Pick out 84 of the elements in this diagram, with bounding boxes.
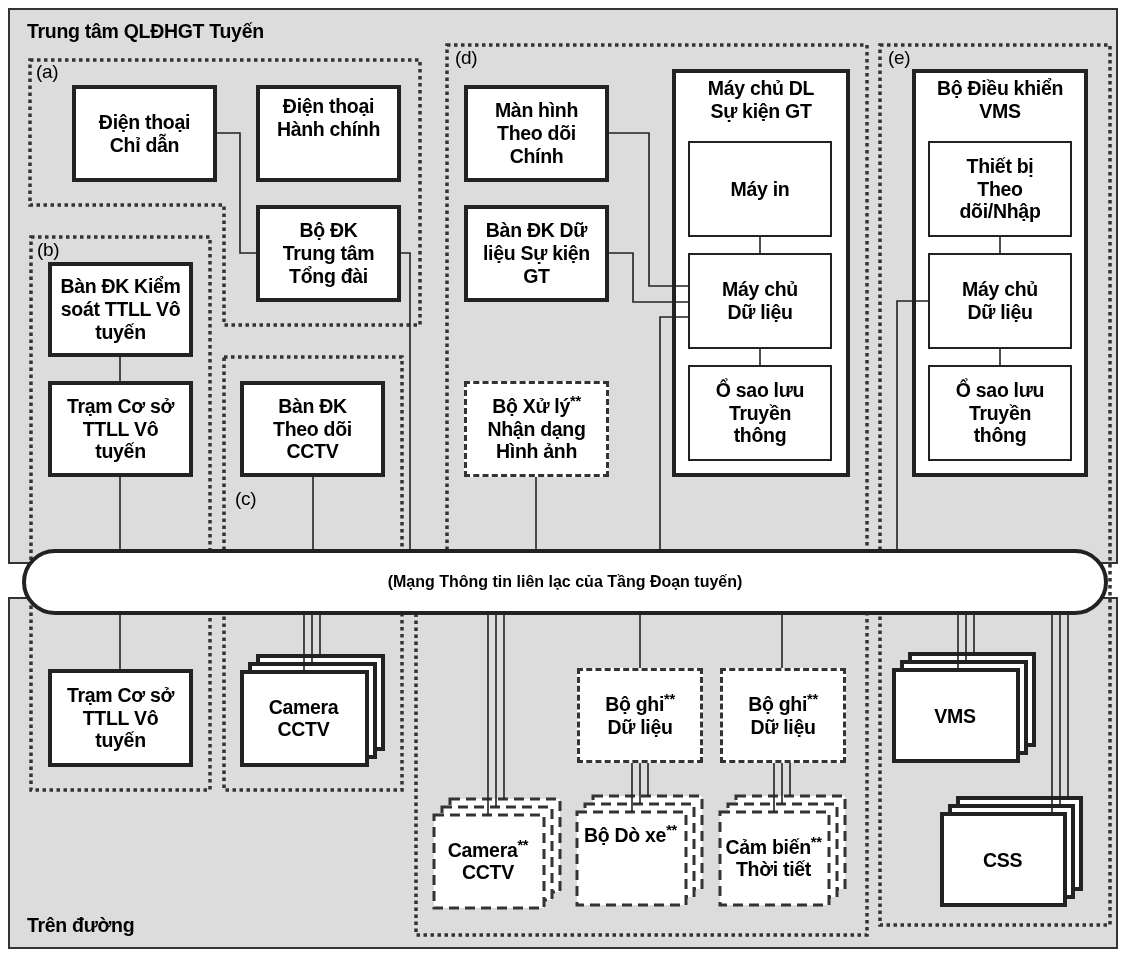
connector-line — [896, 300, 929, 550]
box-label: Camera CCTV — [267, 695, 340, 742]
connector-line — [535, 476, 537, 550]
group-label: (c) — [235, 489, 257, 508]
box-label: Trạm Cơ sở TTLL Vô tuyến — [65, 394, 176, 464]
device-box — [928, 253, 1072, 349]
device-box — [464, 85, 609, 182]
server-box — [672, 69, 850, 477]
connector-line — [119, 476, 121, 550]
box-label: Thiết bị Theo dõi/Nhập — [958, 154, 1042, 224]
device-box — [928, 141, 1072, 237]
box-label: Trạm Cơ sở TTLL Vô tuyến — [65, 683, 176, 753]
box-label: Bộ ĐK Trung tâm Tổng đài — [281, 219, 376, 288]
zone-title: Trung tâm QLĐHGT Tuyến — [27, 20, 264, 43]
device-box — [72, 85, 217, 182]
box-label: Camera$^{**}$ CCTV — [446, 838, 530, 885]
network-label: (Mạng Thông tin liên lạc của Tầng Đoạn tuyến) — [387, 572, 743, 592]
connector-line — [631, 762, 649, 813]
box-label: Cảm biến$^{**}$ Thời tiết — [724, 835, 823, 882]
box-label: Bàn ĐK Theo dõi CCTV — [272, 394, 353, 464]
connector-line — [487, 614, 505, 816]
box-label: Màn hình Theo dõi Chính — [493, 99, 580, 168]
connector-line — [773, 762, 791, 813]
box-label: Máy in — [730, 177, 790, 201]
device-box — [688, 141, 832, 237]
optional-device-box — [464, 381, 609, 477]
zone-title: Trên đường — [27, 914, 135, 937]
connector-line — [639, 614, 641, 669]
box-label: Bộ Điều khiển VMS — [935, 77, 1065, 123]
group-label: (d) — [455, 48, 478, 67]
connector-line — [999, 236, 1001, 254]
box-label: Ổ sao lưu Truyền thông — [954, 378, 1046, 448]
group-label: (a) — [36, 62, 59, 81]
connector-line — [400, 252, 411, 550]
box-label: Bàn ĐK Kiểm soát TTLL Vô tuyến — [59, 275, 182, 344]
box-label: Bàn ĐK Dữ liệu Sự kiện GT — [482, 219, 591, 288]
connector-line — [303, 614, 321, 673]
stacked-optional-device-boxes — [432, 797, 562, 910]
stacked-device-boxes — [240, 654, 385, 767]
box-label: Bộ Dò xe$^{**}$ — [583, 824, 678, 847]
box-label: Ổ sao lưu Truyền thông — [714, 378, 806, 448]
stacked-optional-device-boxes — [575, 794, 704, 907]
server-box — [912, 69, 1088, 477]
connector-line — [759, 236, 761, 254]
connector-line — [999, 348, 1001, 366]
device-box — [48, 381, 193, 477]
device-box — [48, 669, 193, 767]
box-label: Bộ ghi$^{**}$ Dữ liệu — [604, 692, 676, 739]
connector-line — [781, 614, 783, 669]
box-label: CSS — [981, 848, 1024, 871]
connector-line — [608, 252, 689, 303]
box-label: Điện thoại Hành chính — [275, 95, 382, 141]
connector-line — [659, 316, 689, 550]
box-label: Máy chủ Dữ liệu — [961, 278, 1039, 324]
connector-line — [1051, 614, 1069, 815]
connector-line — [119, 614, 121, 670]
optional-device-box — [577, 668, 703, 763]
stacked-device-boxes — [892, 652, 1036, 763]
device-box — [464, 205, 609, 302]
device-box — [688, 253, 832, 349]
group-label: (e) — [888, 48, 911, 67]
connector-line — [216, 132, 257, 254]
stacked-optional-device-boxes — [718, 794, 847, 907]
connector-line — [759, 348, 761, 366]
box-label: Điện thoại Chỉ dẫn — [97, 110, 192, 157]
device-box — [240, 381, 385, 477]
network-bus — [22, 549, 1108, 615]
device-box — [256, 205, 401, 302]
box-label: VMS — [933, 704, 977, 727]
device-box — [928, 365, 1072, 461]
box-label: Bộ Xử lý$^{**}$ Nhận dạng Hình ảnh — [486, 394, 587, 464]
stacked-device-boxes — [940, 796, 1083, 907]
connector-line — [119, 356, 121, 382]
box-label: Máy chủ Dữ liệu — [721, 278, 799, 324]
optional-device-box — [720, 668, 846, 763]
box-label: Máy chủ DL Sự kiện GT — [706, 77, 816, 123]
connector-line — [608, 132, 689, 287]
box-label: Bộ ghi$^{**}$ Dữ liệu — [747, 692, 819, 739]
group-label: (b) — [37, 240, 60, 259]
device-box — [48, 262, 193, 357]
connector-line — [957, 614, 975, 671]
device-box — [256, 85, 401, 182]
device-box — [688, 365, 832, 461]
connector-line — [312, 476, 314, 550]
